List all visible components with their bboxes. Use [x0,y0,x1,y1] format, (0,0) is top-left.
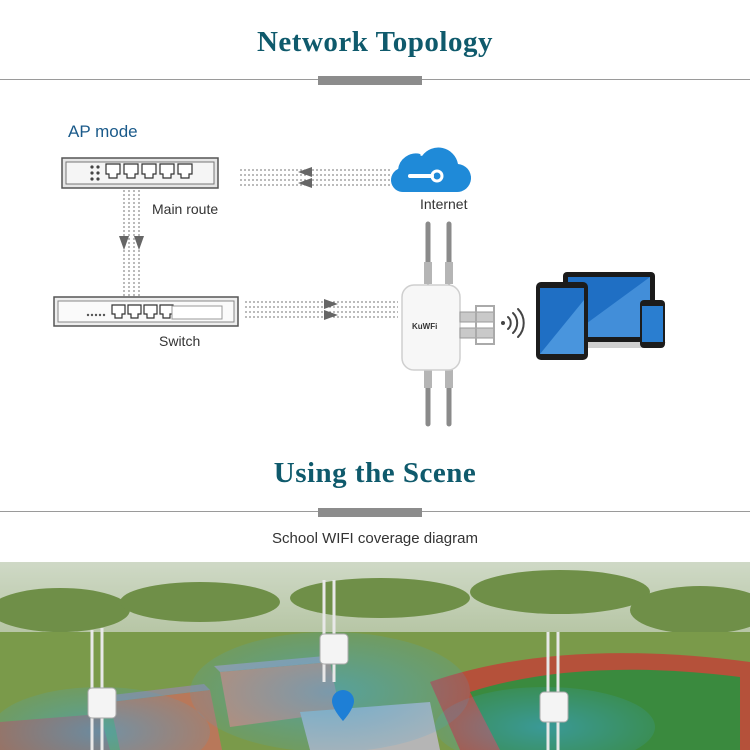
ap-mode-label: AP mode [68,122,138,141]
access-point-device [401,221,495,427]
internet-label: Internet [420,196,468,212]
ap-brand-logo: KuWFi [412,322,438,331]
title-accent-bar [318,76,422,85]
link-arrows-left [298,167,312,188]
switch-label: Switch [159,333,201,349]
location-pin-icon [332,690,354,721]
wifi-coverage-area [0,632,655,750]
link-arrows-down [119,236,144,250]
school-scene-illustration [0,562,750,750]
router-label: Main route [152,201,219,217]
switch-device [53,296,239,327]
internet-router-link [240,169,392,186]
scene-caption: School WIFI coverage diagram [272,530,478,547]
outdoor-ap-units [87,580,569,750]
switch-ap-link [245,301,398,318]
topology-diagram [53,147,666,427]
scene-accent-bar [318,508,422,517]
using-scene-title: Using the Scene [273,457,477,489]
wifi-signal-icon [501,308,525,338]
network-topology-title: Network Topology [256,26,493,58]
cloud-icon [390,147,472,193]
router-switch-link [123,190,140,296]
router-device [61,157,219,189]
client-devices [536,272,666,360]
link-arrows-right [324,299,338,320]
